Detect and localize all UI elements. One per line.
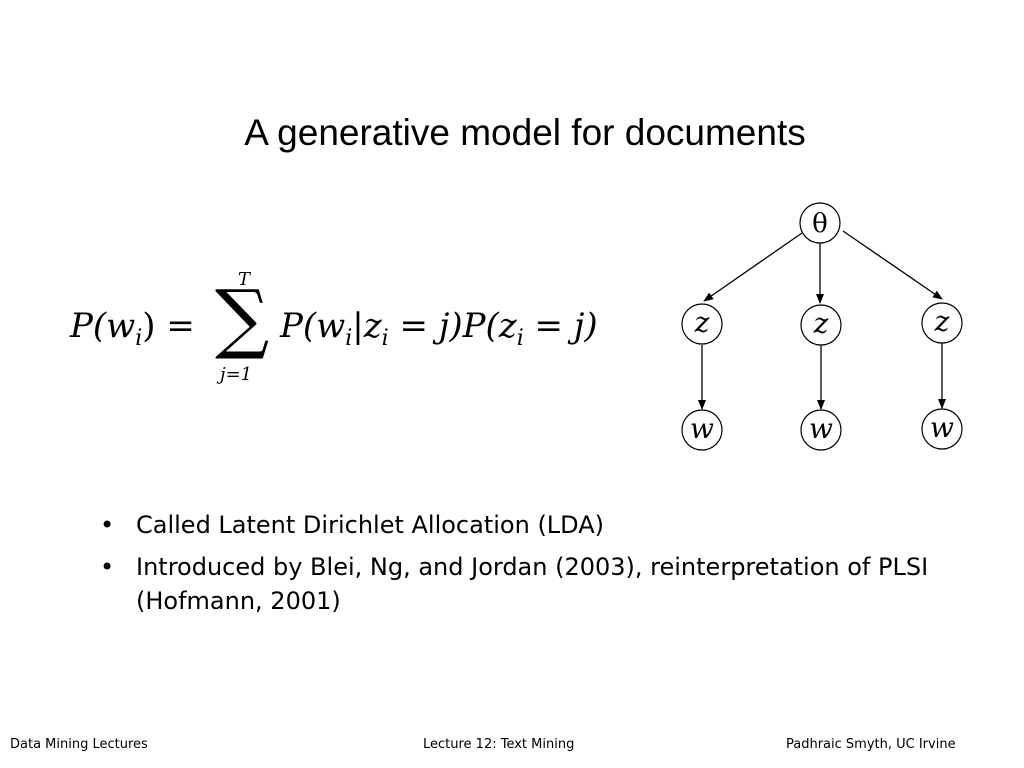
topic-node-3: z xyxy=(921,302,963,344)
topic-node-2: z xyxy=(800,304,842,346)
bullet-text: Called Latent Dirichlet Allocation (LDA) xyxy=(136,511,605,539)
footer-author: Padhraic Smyth, UC Irvine xyxy=(786,737,956,752)
footer-lecture: Lecture 12: Text Mining xyxy=(423,737,575,752)
topic-label-2: z xyxy=(813,307,829,340)
graphical-model-diagram: θ z z z w w xyxy=(681,202,963,451)
summation-symbol: ∑ xyxy=(215,273,270,362)
word-node-3: w xyxy=(921,408,963,450)
topic-label-3: z xyxy=(934,305,950,338)
summation-upper-limit: T xyxy=(238,269,251,290)
word-label-3: w xyxy=(930,411,954,444)
footer-course: Data Mining Lectures xyxy=(10,737,148,752)
slide-title: A generative model for documents xyxy=(244,112,806,153)
word-label-2: w xyxy=(809,412,833,445)
theta-node: θ xyxy=(799,202,841,244)
topic-label-1: z xyxy=(694,306,710,339)
word-node-1: w xyxy=(681,409,723,451)
edge-theta-z1 xyxy=(703,232,803,302)
bullet-item: • Called Latent Dirichlet Allocation (LD… xyxy=(100,508,940,542)
bullet-marker: • xyxy=(100,553,115,581)
probability-formula: P(wi) = ∑ T j=1 P(wi|zi = j)P(zi = j) xyxy=(70,268,650,393)
formula-rhs: P(wi|zi = j)P(zi = j) xyxy=(280,306,598,351)
summation-lower-limit: j=1 xyxy=(220,364,253,385)
theta-label: θ xyxy=(812,209,828,239)
word-label-1: w xyxy=(690,412,714,445)
lda-graphical-model: θ z z z w w xyxy=(660,195,980,465)
bullet-text: Introduced by Blei, Ng, and Jordan (2003… xyxy=(136,553,929,615)
bullet-item: • Introduced by Blei, Ng, and Jordan (20… xyxy=(100,550,940,618)
bullet-marker: • xyxy=(100,511,115,539)
topic-node-1: z xyxy=(681,303,723,345)
bullet-list: • Called Latent Dirichlet Allocation (LD… xyxy=(100,508,940,626)
edge-theta-z3 xyxy=(842,230,943,300)
formula-lhs: P(wi) = xyxy=(70,306,195,351)
word-node-2: w xyxy=(800,409,842,451)
